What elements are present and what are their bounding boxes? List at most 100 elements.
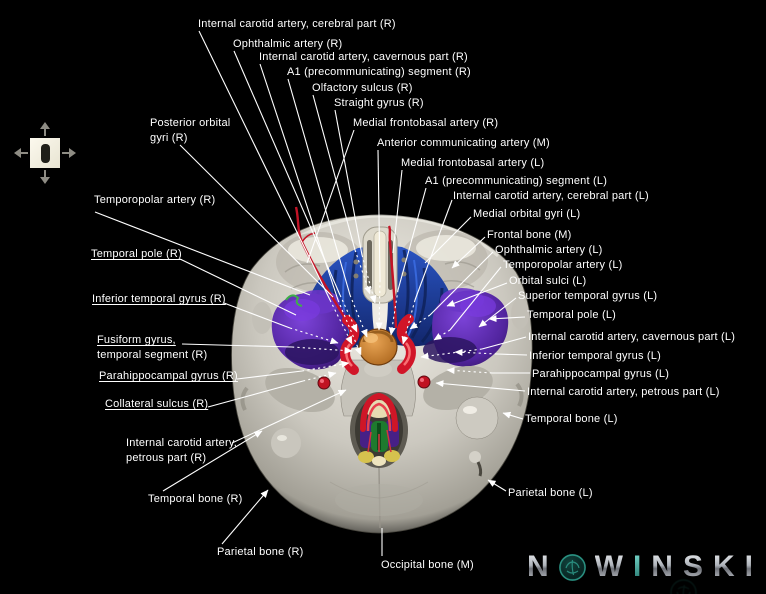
label-text: Ophthalmic artery (R) <box>233 38 343 50</box>
orient-left-arrow-icon <box>14 148 21 158</box>
label-straight-gyrus-r: Straight gyrus (R) <box>334 96 424 111</box>
logo-brain-o-icon <box>558 553 586 581</box>
leader-line-parietal-bone-r <box>221 489 269 545</box>
label-text: A1 (precommunicating) segment (R) <box>287 66 471 78</box>
label-inferior-temporal-r: Inferior temporal gyrus (R) <box>92 292 226 307</box>
leader-line-ica-petrous-r <box>231 389 347 444</box>
label-text: Orbital sulci (L) <box>509 275 587 287</box>
logo-letter: K <box>712 550 736 583</box>
leader-line-temporopolar-l <box>449 266 502 331</box>
label-text: Parahippocampal gyrus (L) <box>532 368 670 380</box>
leader-line-a1-l <box>388 289 399 336</box>
leader-line-parahippocampal-r <box>301 360 350 372</box>
label-medial-frontobasal-l: Medial frontobasal artery (L) <box>401 156 544 171</box>
label-temporopolar-r: Temporopolar artery (R) <box>94 193 215 208</box>
label-text: Posterior orbital <box>150 117 231 129</box>
orientation-cube-face[interactable]: I <box>30 138 60 168</box>
label-text: Occipital bone (M) <box>381 559 474 571</box>
label-temporal-pole-l: Temporal pole (L) <box>527 308 616 323</box>
label-a1-r: A1 (precommunicating) segment (R) <box>287 65 471 80</box>
leader-line-ica-cavernous-l <box>481 336 527 350</box>
label-ica-petrous-r: Internal carotid artery, petrous part (R) <box>126 436 237 465</box>
leader-line-ica-cerebral-r <box>198 30 331 301</box>
label-temporopolar-l: Temporopolar artery (L) <box>503 258 623 273</box>
label-frontal-bone-m: Frontal bone (M) <box>487 228 572 243</box>
leader-line-temporopolar-r <box>94 211 311 296</box>
label-fusiform-r: Fusiform gyrus, temporal segment (R) <box>97 333 207 362</box>
label-text: Parahippocampal gyrus (R) <box>99 370 238 382</box>
label-occipital-bone-m: Occipital bone (M) <box>381 558 474 573</box>
leader-line-parahippocampal-r <box>236 370 303 380</box>
leader-line-fusiform-r <box>181 343 293 348</box>
label-text: Inferior temporal gyrus (L) <box>529 350 661 362</box>
label-text: Medial frontobasal artery (R) <box>353 117 499 129</box>
label-text: Parietal bone (R) <box>217 546 304 558</box>
leader-line-ica-petrous-l <box>435 380 526 392</box>
label-text: Internal carotid artery, <box>126 437 237 449</box>
label-ophthalmic-r: Ophthalmic artery (R) <box>233 37 342 52</box>
leader-line-inferior-temporal-l <box>454 348 498 356</box>
leader-line-ophthalmic-l <box>429 251 494 316</box>
label-ica-cavernous-l: Internal carotid artery, cavernous part … <box>528 330 735 345</box>
orient-up-stem <box>44 124 46 136</box>
label-ica-cavernous-r: Internal carotid artery, cavernous part … <box>259 50 468 65</box>
leader-line-temporal-pole-l <box>488 315 526 323</box>
orient-right-stem <box>62 152 74 154</box>
leader-line-a1-l <box>397 187 427 291</box>
label-ica-petrous-l: Internal carotid artery, petrous part (L… <box>527 385 720 400</box>
label-text: Superior temporal gyrus (L) <box>518 290 658 302</box>
leader-line-inferior-temporal-r <box>223 302 291 329</box>
label-posterior-orbital-gyri-r: Posterior orbital gyri (R) <box>150 116 230 145</box>
label-text: Internal carotid artery, cavernous part … <box>528 331 736 343</box>
orientation-indicator[interactable]: I <box>14 122 76 184</box>
orient-up-arrow-icon <box>40 122 50 129</box>
logo-letter: N <box>526 550 550 583</box>
foramen-magnum-brainstem <box>350 392 408 468</box>
leader-line-ophthalmic-r <box>339 294 358 333</box>
label-text: gyri (R) <box>150 131 188 144</box>
label-text: A1 (precommunicating) segment (L) <box>425 175 608 187</box>
label-text: Fusiform gyrus, <box>97 334 176 346</box>
leader-line-temporal-bone-l <box>502 411 524 420</box>
label-text: petrous part (R) <box>126 451 207 464</box>
label-a1-l: A1 (precommunicating) segment (L) <box>425 174 607 189</box>
leader-line-a1-r <box>349 294 368 338</box>
label-text: Internal carotid artery, cavernous part … <box>259 51 468 63</box>
label-text: Anterior communicating artery (M) <box>377 137 550 149</box>
label-ica-cerebral-l: Internal carotid artery, cerebral part (… <box>453 189 649 204</box>
label-superior-temporal-l: Superior temporal gyrus (L) <box>518 289 657 304</box>
leader-line-acom-m <box>377 149 381 281</box>
leader-line-olfactory-sulcus-r <box>354 249 371 295</box>
label-temporal-pole-r: Temporal pole (R) <box>91 247 182 262</box>
leader-lines <box>94 30 530 556</box>
label-text: Internal carotid artery, cerebral part (… <box>198 18 396 30</box>
label-temporal-bone-l: Temporal bone (L) <box>525 412 618 427</box>
leader-line-temporal-bone-r <box>162 430 263 492</box>
leader-line-frontal-bone-m <box>451 236 486 269</box>
petrous-carotid-cross-sections <box>317 375 431 390</box>
label-text: temporal segment (R) <box>97 348 208 361</box>
label-parietal-bone-r: Parietal bone (R) <box>217 545 304 560</box>
label-text: Parietal bone (L) <box>508 487 593 499</box>
orient-down-stem <box>44 170 46 182</box>
leader-line-straight-gyrus-r <box>334 109 363 256</box>
label-text: Olfactory sulcus (R) <box>312 82 413 94</box>
label-medial-frontobasal-r: Medial frontobasal artery (R) <box>353 116 498 131</box>
label-text: Internal carotid artery, petrous part (L… <box>527 386 720 398</box>
label-ica-cerebral-r: Internal carotid artery, cerebral part (… <box>198 17 396 32</box>
logo-letter: I <box>744 550 754 583</box>
label-text: Internal carotid artery, cerebral part (… <box>453 190 649 202</box>
label-text: Temporopolar artery (L) <box>503 259 623 271</box>
label-text: Frontal bone (M) <box>487 229 572 241</box>
label-medial-orbital-gyri-l: Medial orbital gyri (L) <box>473 207 580 222</box>
label-olfactory-sulcus-r: Olfactory sulcus (R) <box>312 81 413 96</box>
logo-letter: N <box>651 550 674 583</box>
label-text: Ophthalmic artery (L) <box>495 244 603 256</box>
label-orbital-sulci-l: Orbital sulci (L) <box>509 274 586 289</box>
label-text: Temporal bone (L) <box>525 413 618 425</box>
leader-line-collateral-r <box>207 380 304 408</box>
leader-line-collateral-r <box>302 371 337 382</box>
